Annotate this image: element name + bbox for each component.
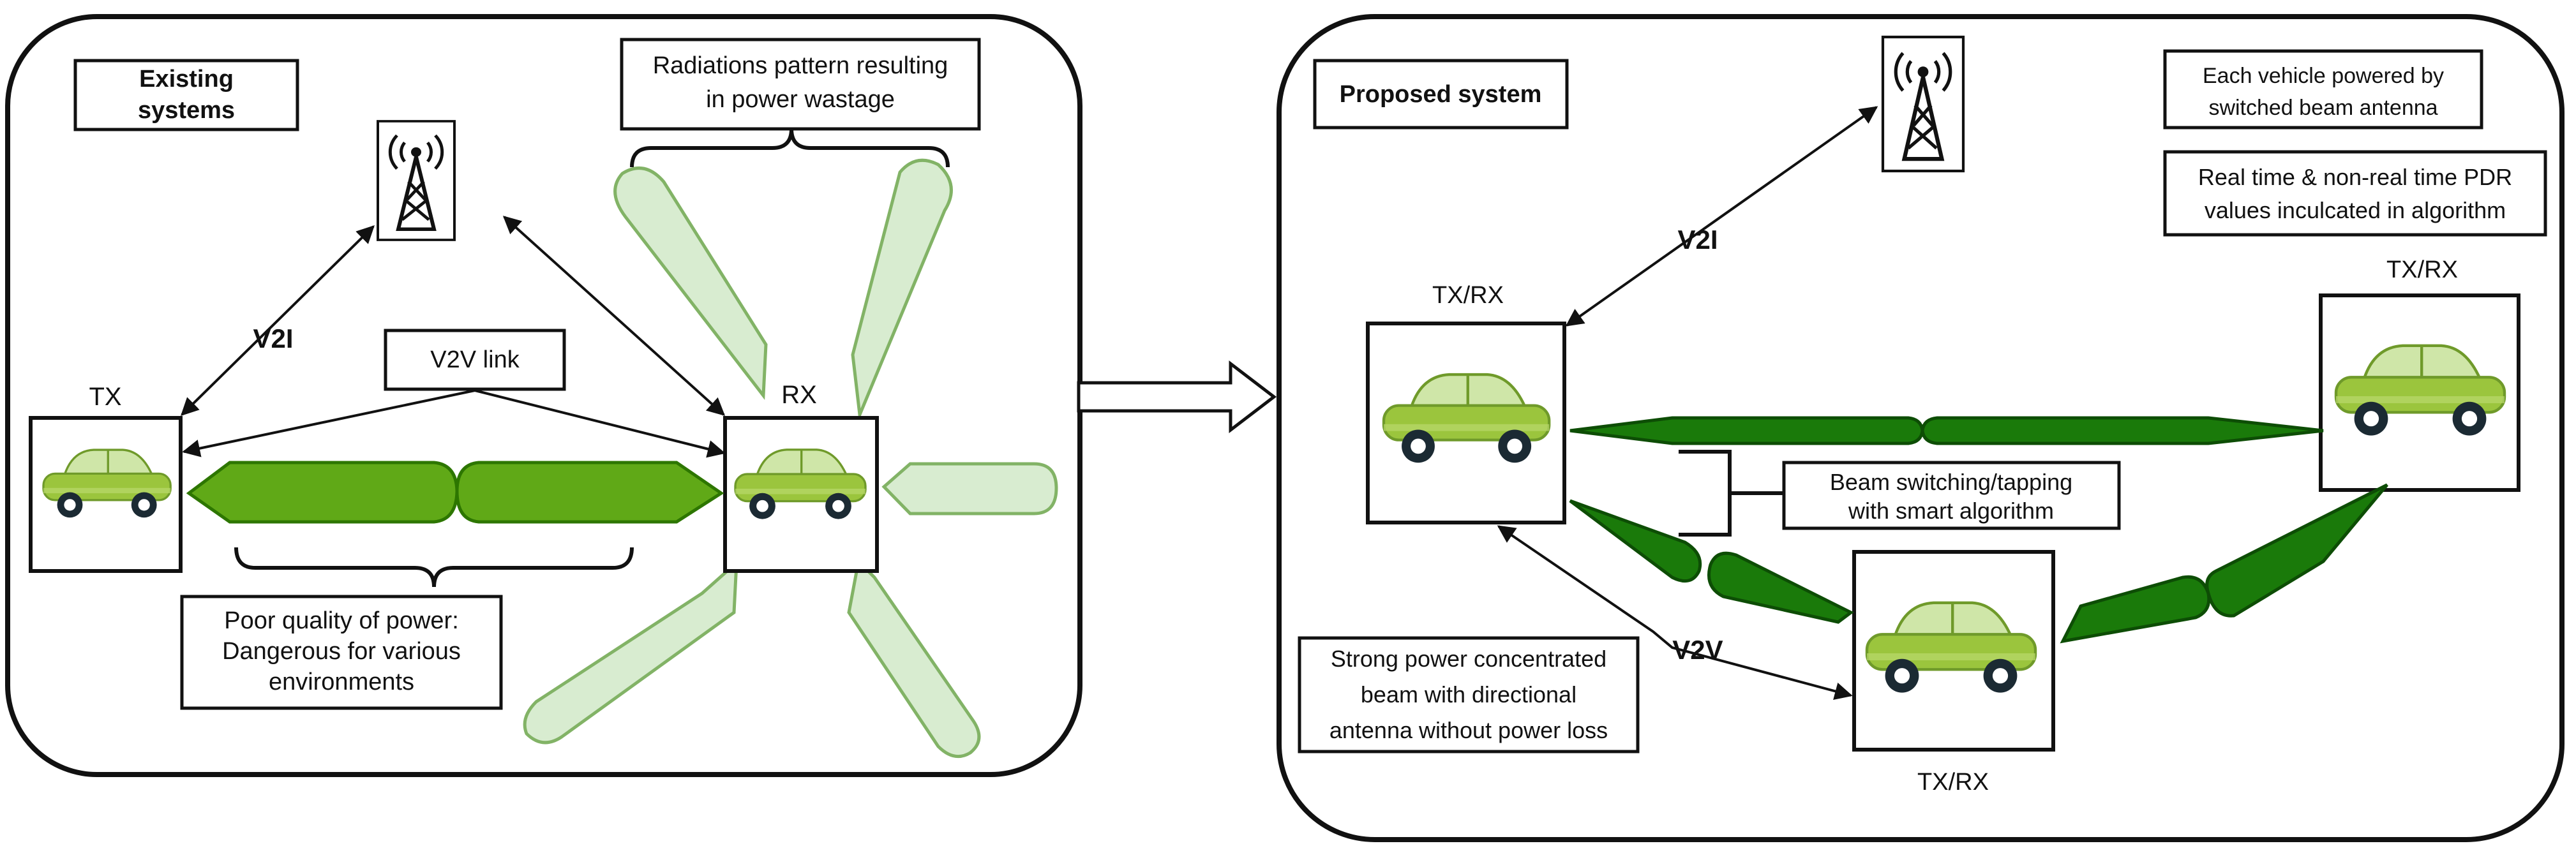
v2v-link-arrow-tx (182, 389, 476, 457)
existing-systems-title-line1: Existing (139, 66, 234, 93)
v2v-label-right: V2V (1672, 635, 1723, 665)
txrx-label-bottom: TX/RX (1917, 769, 1989, 796)
existing-systems-title-line2: systems (138, 97, 235, 124)
tower-icon (1883, 37, 1963, 171)
radiation-note-line2: in power wastage (706, 86, 895, 113)
v2v-arrow-right (1497, 525, 1853, 701)
tx-label: TX (89, 383, 121, 411)
proposed-system-title: Proposed system (1340, 81, 1542, 108)
strong-power-line3: antenna without power loss (1329, 717, 1608, 743)
lobe-right (881, 462, 1058, 516)
lobe-lower-right (847, 558, 981, 759)
beam-switching-line1: Beam switching/tapping (1830, 469, 2072, 495)
beam-switching-line2: with smart algorithm (1848, 498, 2054, 524)
radiation-note-box: Radiations pattern resulting in power wa… (620, 38, 981, 131)
pdr-note-line2: values inculcated in algorithm (2205, 197, 2506, 223)
vehicle-power-note-line2: switched beam antenna (2208, 96, 2437, 120)
tower-icon (378, 121, 454, 240)
radiation-note-brace (630, 128, 950, 168)
beam-switching-box: Beam switching/tapping with smart algori… (1782, 461, 2121, 530)
v2i-arrow-right (1565, 106, 1878, 327)
txrx-vehicle-bottom (1852, 550, 2055, 752)
strong-power-box: Strong power concentrated beam with dire… (1298, 636, 1640, 753)
txrx-label-right: TX/RX (2386, 256, 2458, 283)
proposed-system-panel: Proposed system Each vehicle powered by … (1277, 14, 2565, 842)
v2v-beam-left (186, 461, 724, 524)
rx-label: RX (781, 381, 817, 409)
poor-quality-line2: Dangerous for various (222, 638, 461, 665)
poor-quality-brace (234, 547, 634, 588)
directional-beam-to-bottom-right (2060, 483, 2388, 644)
txrx-vehicle-right (2319, 293, 2520, 492)
existing-systems-panel: Existing systems Radiations pattern resu… (5, 14, 1082, 777)
proposed-system-title-box: Proposed system (1313, 59, 1569, 130)
cell-tower-right (1883, 37, 1963, 171)
strong-power-line2: beam with directional (1361, 681, 1576, 708)
vehicle-power-note-box: Each vehicle powered by switched beam an… (2163, 49, 2483, 130)
lobe-lower-left (523, 559, 738, 745)
transition-arrow-icon (1077, 360, 1277, 434)
tx-vehicle (29, 416, 183, 573)
poor-quality-line1: Poor quality of power: (224, 607, 459, 634)
directional-beam-horizontal (1569, 416, 2324, 445)
cell-tower-left (378, 121, 454, 240)
poor-quality-box: Poor quality of power: Dangerous for var… (180, 595, 503, 710)
v2i-label-right: V2I (1677, 225, 1718, 255)
txrx-label-left: TX/RX (1432, 282, 1504, 309)
v2i-arrow-tx (181, 225, 375, 416)
strong-power-line1: Strong power concentrated (1331, 646, 1606, 672)
radiation-note-line1: Radiations pattern resulting (653, 52, 948, 79)
v2i-arrow-rx (502, 216, 726, 416)
v2v-link-label-box: V2V link (384, 329, 566, 391)
existing-systems-title-box: Existing systems (73, 59, 299, 131)
rx-vehicle (723, 416, 879, 573)
v2v-link-label: V2V link (430, 346, 520, 373)
pdr-note-line1: Real time & non-real time PDR (2198, 164, 2512, 190)
v2i-label-left: V2I (253, 323, 293, 353)
vehicle-power-note-line1: Each vehicle powered by (2203, 64, 2444, 88)
pdr-note-box: Real time & non-real time PDR values inc… (2163, 150, 2547, 237)
poor-quality-line3: environments (269, 669, 414, 695)
txrx-vehicle-left (1366, 322, 1566, 524)
lobe-upper (851, 158, 953, 421)
